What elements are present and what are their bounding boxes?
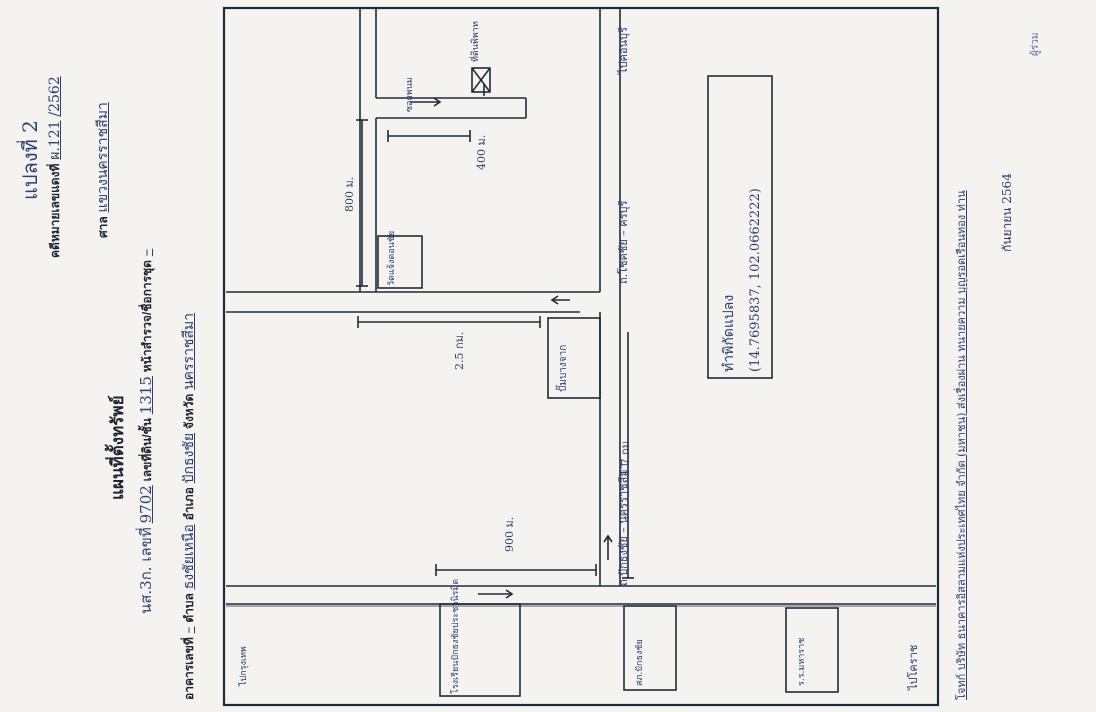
label-dist-25km: 2.5 กม. [453,331,466,370]
map-frame [222,6,940,707]
label-road-small: ซอยพนม [405,77,415,112]
label-temple: วัดแจ้งดอนชัย [387,230,397,286]
target-parcel-box [471,67,491,93]
label-school: โรงเรียนปักธงชัยประชานิรมิต [451,578,461,694]
school-box [439,603,521,697]
plaintiff-line: โจทก์ บริษัท ธนาคารอิสลามแห่งประเทศไทย จ… [955,190,968,700]
label-police: สภ.ปักธงชัย [635,639,645,686]
label-road-main: ถ.ปักธงชัย – นครราชสีมา [617,463,630,586]
footer-date: กันยายน 2564 [1000,173,1014,252]
label-road-right: ถ.โชคชัย – ครบุรี [617,200,630,284]
label-pump: ปั๊มบางจาก [558,344,569,392]
label-dist-400: 400 ม. [475,134,488,170]
temple-box [377,235,423,289]
coordinate-box [707,75,773,379]
label-road-left: ไปกรุงเทพ [239,646,249,686]
label-road-bottom-right: ไปโคราช [907,644,920,690]
label-coordinate-value: (14.7695837, 102.0662222) [748,188,763,372]
label-school2: ร.ร.มหาราช [797,637,807,686]
signature: ผู้ร่วม [1030,32,1041,56]
label-top-right: ไปคอนบุรี [617,27,630,74]
label-coordinate-title: ทำพิกัดแปลง [721,294,737,372]
label-dist-17km: 1.7 กม. [619,437,632,476]
label-dist-900: 900 ม. [503,516,516,552]
label-dist-800: 800 ม. [343,176,356,212]
school2-box [785,607,839,693]
label-target: ที่ดินพิพาท [471,21,481,62]
pump-box [547,317,601,399]
